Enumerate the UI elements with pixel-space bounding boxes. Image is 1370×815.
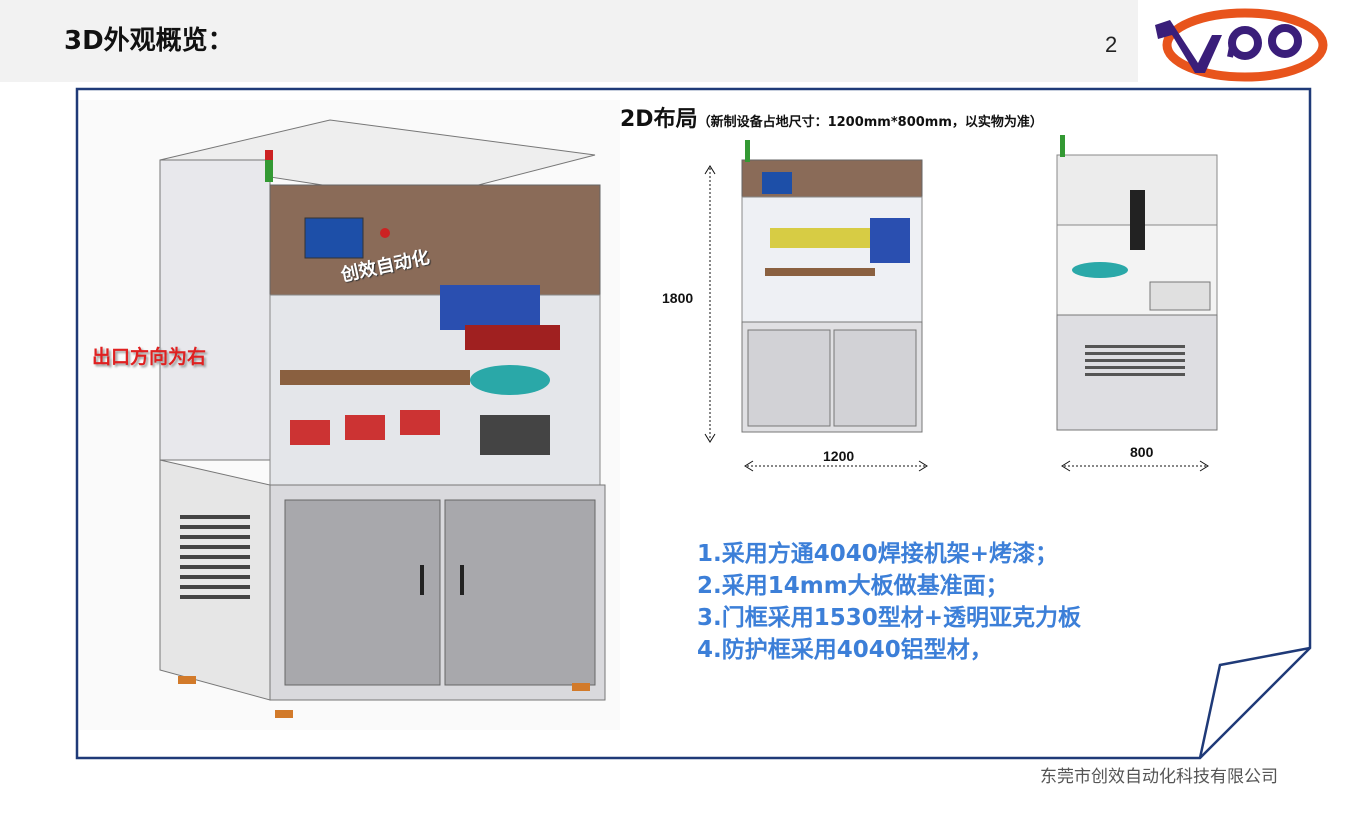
page-number: 2 <box>1105 32 1118 57</box>
layout-2d-heading: 2D布局 <box>620 107 698 132</box>
machine-3d-render <box>80 100 620 730</box>
exit-direction-label: 出口方向为右 <box>92 346 207 368</box>
layout-2d-note: （新制设备占地尺寸：1200mm*800mm，以实物为准） <box>697 115 1043 130</box>
feature-item: 3.门框采用1530型材+透明亚克力板 <box>697 605 1082 631</box>
side-view-drawing <box>1056 135 1218 472</box>
slide-title: 3D外观概览： <box>64 26 234 56</box>
footer-company: 东莞市创效自动化科技有限公司 <box>1040 767 1278 787</box>
width-dimension: 1200 <box>823 448 855 464</box>
feature-list: 1.采用方通4040焊接机架+烤漆； 2.采用14mm大板做基准面； 3.门框采… <box>697 538 1081 666</box>
feature-item: 4.防护框采用4040铝型材， <box>697 637 993 663</box>
feature-item: 2.采用14mm大板做基准面； <box>697 573 1009 599</box>
feature-item: 1.采用方通4040焊接机架+烤漆； <box>697 541 1059 567</box>
header-band <box>0 0 1138 82</box>
layout-2d-title: 2D布局（新制设备占地尺寸：1200mm*800mm，以实物为准） <box>620 101 1043 133</box>
company-logo <box>1155 8 1328 82</box>
height-dimension: 1800 <box>662 290 694 306</box>
depth-dimension: 800 <box>1130 444 1154 460</box>
front-view-drawing <box>704 140 928 472</box>
